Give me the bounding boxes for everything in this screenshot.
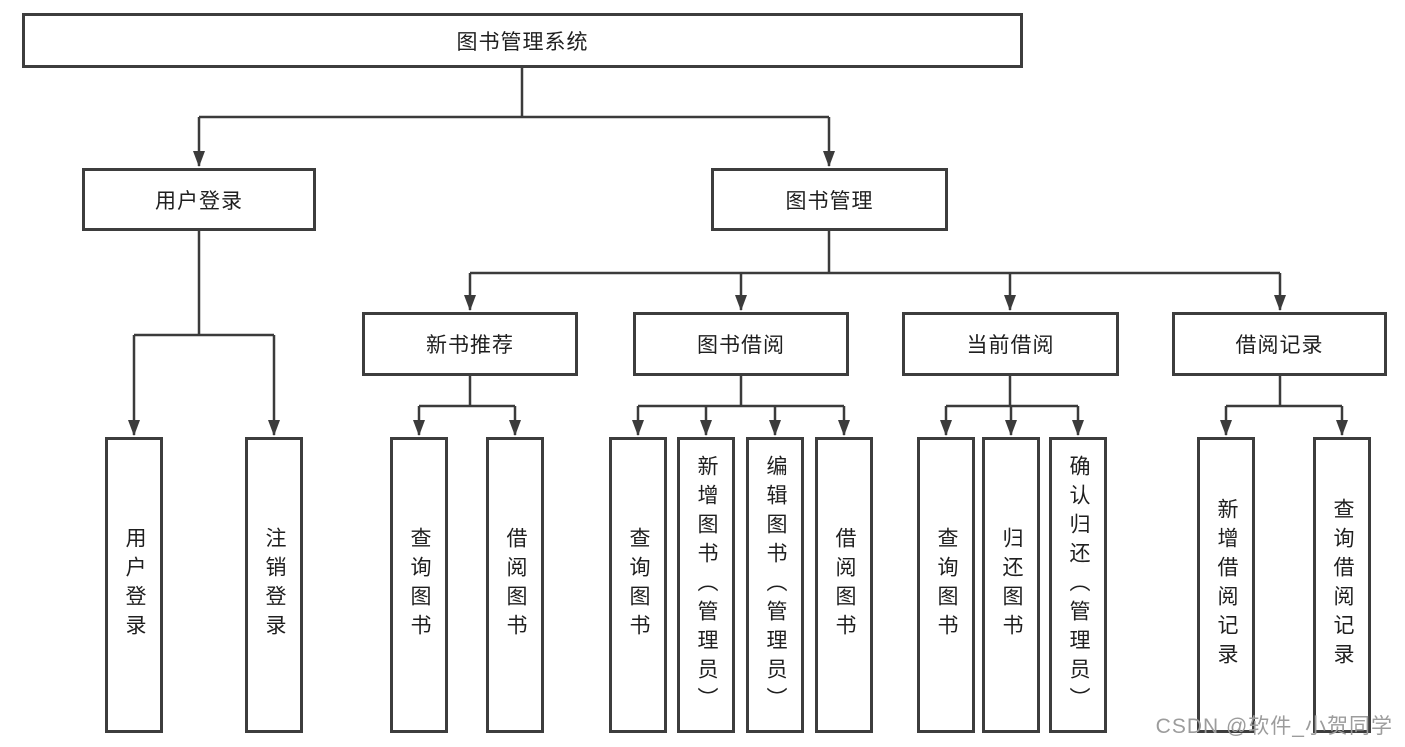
leaf-query-borrow-record: 查询借阅记录 (1313, 437, 1371, 733)
node-current-borrowing: 当前借阅 (902, 312, 1119, 376)
leaf-add-book-admin: 新增图书（管理员） (677, 437, 735, 733)
leaf-edit-book-admin: 编辑图书（管理员） (746, 437, 804, 733)
leaf-confirm-return-admin: 确认归还（管理员） (1049, 437, 1107, 733)
leaf-add-borrow-record: 新增借阅记录 (1197, 437, 1255, 733)
node-book-management: 图书管理 (711, 168, 948, 231)
leaf-query-books-borrowing: 查询图书 (609, 437, 667, 733)
leaf-user-login: 用户登录 (105, 437, 163, 733)
node-borrowing-records: 借阅记录 (1172, 312, 1387, 376)
leaf-borrow-books-borrowing: 借阅图书 (815, 437, 873, 733)
node-root-system: 图书管理系统 (22, 13, 1023, 68)
leaf-return-book: 归还图书 (982, 437, 1040, 733)
node-book-borrowing: 图书借阅 (633, 312, 849, 376)
csdn-watermark: CSDN @软件_小贺同学 (1155, 715, 1393, 738)
leaf-borrow-books-recommend: 借阅图书 (486, 437, 544, 733)
leaf-query-books-recommend: 查询图书 (390, 437, 448, 733)
leaf-logout: 注销登录 (245, 437, 303, 733)
leaf-query-books-current: 查询图书 (917, 437, 975, 733)
node-new-book-recommend: 新书推荐 (362, 312, 578, 376)
node-user-login: 用户登录 (82, 168, 316, 231)
